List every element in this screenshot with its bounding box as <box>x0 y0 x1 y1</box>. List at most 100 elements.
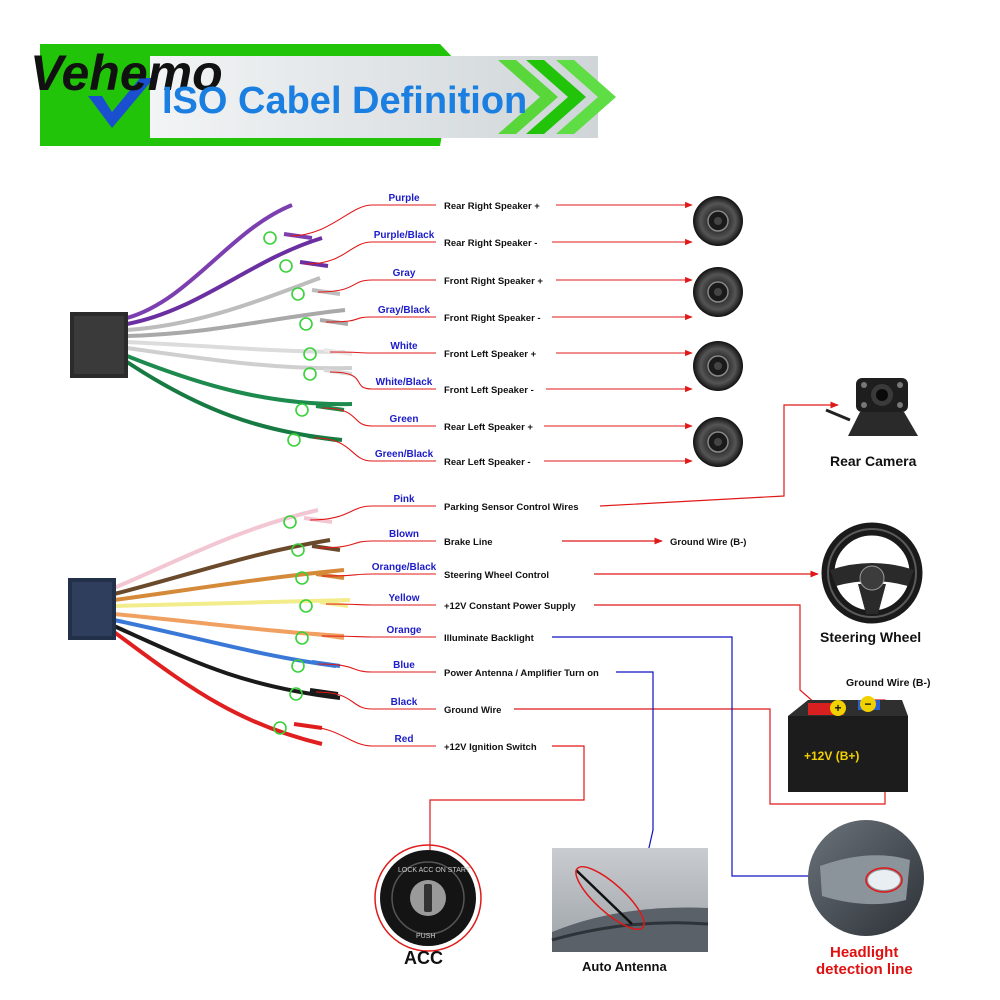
routing-lines <box>426 401 886 906</box>
wire-marker <box>287 433 301 447</box>
wire-green <box>126 354 353 407</box>
top-connector <box>70 203 353 442</box>
speakers <box>544 196 743 467</box>
wire-black <box>113 624 341 700</box>
wire-purple-black <box>126 236 323 326</box>
wire-color-label: White/Black <box>376 377 433 388</box>
steering-wheel-label: Steering Wheel <box>820 629 921 645</box>
acc-label: ACC <box>404 948 443 968</box>
wire-marker <box>303 347 317 361</box>
auto-antenna: Auto Antenna <box>551 848 709 974</box>
ignition-ring-label: LOCK ACC ON START <box>398 867 471 874</box>
leader-line <box>289 204 373 237</box>
antenna-icon <box>575 869 633 925</box>
headlight-label-line2: detection line <box>816 961 913 978</box>
headlight-icon <box>865 867 903 893</box>
wire-yellow <box>113 598 351 608</box>
wire-color-label: Green/Black <box>375 449 434 460</box>
wire-function-label: +12V Constant Power Supply <box>444 601 576 612</box>
wire-orange-black <box>113 568 345 602</box>
wire-marker <box>263 231 277 245</box>
wire-color-label: Orange/Black <box>372 562 437 573</box>
leader-line <box>321 573 373 577</box>
line-parking-to-camera <box>599 401 839 507</box>
wire-marker <box>291 543 305 557</box>
line-to-headlight <box>552 636 855 880</box>
leader-line <box>317 663 373 673</box>
brake-ground-label: Ground Wire (B-) <box>670 537 746 548</box>
checkmark-icon <box>88 78 154 128</box>
wire-function-label: Parking Sensor Control Wires <box>444 502 579 513</box>
steering-wheel: Steering Wheel <box>820 522 923 645</box>
leader-line <box>299 725 373 747</box>
wire-function-label: Steering Wheel Control <box>444 570 549 581</box>
wire-color-label: Green <box>390 414 419 425</box>
wire-color-label: Purple/Black <box>374 230 435 241</box>
wire-function-label: Front Right Speaker + <box>444 276 543 287</box>
leader-line <box>321 407 373 427</box>
chevron-right-icon <box>556 60 616 134</box>
wire-color-label: Gray/Black <box>378 305 431 316</box>
brand-logo: Vehemo <box>30 45 223 101</box>
wire-function-label: Front Left Speaker - <box>444 385 534 396</box>
wire-function-label: +12V Ignition Switch <box>444 742 537 753</box>
headlight-label-line1: Headlight <box>830 944 898 961</box>
leader-line <box>315 691 373 710</box>
headlight: Headlight detection line <box>808 820 924 978</box>
wire-function-label: Power Antenna / Amplifier Turn on <box>444 668 599 679</box>
wire-color-label: Orange <box>386 625 421 636</box>
chevron-right-icon <box>526 60 586 134</box>
wire-marker <box>279 259 293 273</box>
wire-function-label: Rear Right Speaker - <box>444 238 537 249</box>
battery-body <box>788 716 908 792</box>
wire-red <box>112 630 323 746</box>
wire-color-label: Purple <box>388 193 420 204</box>
wire-marker <box>295 571 309 585</box>
wire-color-label: Red <box>395 734 414 745</box>
leader-line <box>325 316 373 323</box>
leader-line <box>329 351 373 354</box>
wire-function-label: Brake Line <box>444 537 493 548</box>
wire-color-label: Gray <box>393 268 416 279</box>
ignition-switch: LOCK ACC ON START PUSH ACC <box>374 844 482 968</box>
wire-marker <box>299 317 313 331</box>
bottom-connector <box>68 508 351 746</box>
wire-marker <box>295 631 309 645</box>
wire-gray-black <box>126 308 346 338</box>
wire-orange <box>113 612 345 638</box>
header-banner: Vehemo ISO Cabel Definition <box>30 44 616 146</box>
wire-blue <box>113 618 337 668</box>
wire-color-label: Blown <box>389 529 419 540</box>
wire-marker <box>273 721 287 735</box>
auto-antenna-label: Auto Antenna <box>582 959 667 974</box>
wire-color-label: Black <box>391 697 418 708</box>
wire-gray <box>126 276 321 332</box>
wire-marker <box>295 403 309 417</box>
wire-function-label: Illuminate Backlight <box>444 633 535 644</box>
leader-line <box>309 505 373 521</box>
wire-color-label: White <box>390 341 418 352</box>
line-to-acc <box>426 745 585 861</box>
wire-marker <box>283 515 297 529</box>
wire-marker <box>291 659 305 673</box>
wire-function-label: Ground Wire <box>444 705 501 716</box>
rear-camera-label: Rear Camera <box>830 453 917 469</box>
wire-color-label: Blue <box>393 660 415 671</box>
wire-marker <box>303 367 317 381</box>
leader-line <box>313 437 373 462</box>
leader-line <box>317 279 373 293</box>
line-to-battery-positive <box>594 604 833 719</box>
wire-white <box>126 340 346 354</box>
plus-icon: + <box>834 701 841 715</box>
wire-function-label: Rear Left Speaker + <box>444 422 533 433</box>
ignition-push-label: PUSH <box>416 933 435 940</box>
wire-color-label: Pink <box>393 494 415 505</box>
leader-line <box>321 635 373 638</box>
wire-function-label: Front Left Speaker + <box>444 349 537 360</box>
leader-line <box>305 241 373 265</box>
leader-line <box>325 603 373 606</box>
wire-function-label: Front Right Speaker - <box>444 313 541 324</box>
wire-marker <box>289 687 303 701</box>
